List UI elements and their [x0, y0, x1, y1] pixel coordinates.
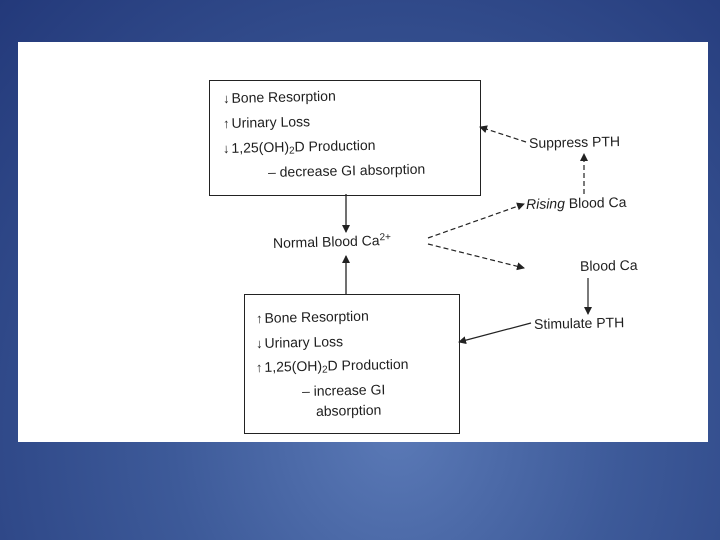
- arrow-suppress-to-top-box: [479, 125, 527, 143]
- arrow-normal-to-falling: [427, 243, 525, 271]
- bottom-effects-box: [244, 294, 460, 434]
- top-effects-box: [209, 80, 481, 196]
- arrow-stimulate-to-bottom-box: [458, 322, 532, 345]
- arrow-normal-to-rising: [427, 202, 525, 239]
- flow-arrows: [342, 125, 592, 345]
- diagram-panel: ↓Bone Resorption ↑Urinary Loss ↓1,25(OH)…: [18, 42, 708, 442]
